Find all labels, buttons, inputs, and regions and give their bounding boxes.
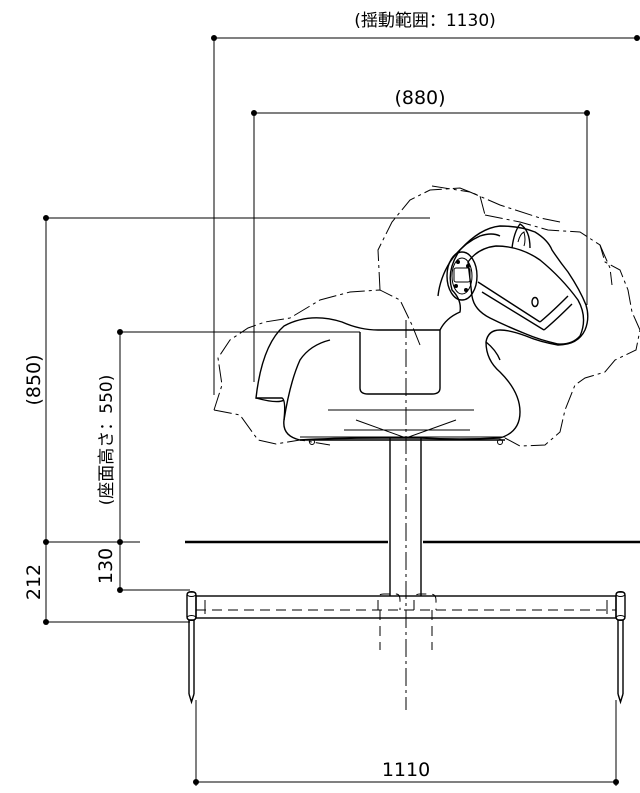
- ground-to-base-label: 130: [95, 548, 117, 584]
- dimension-end-dot: [634, 35, 640, 41]
- dimension-end-dot: [251, 110, 257, 116]
- eye: [531, 296, 539, 308]
- dimension-end-dot: [613, 779, 619, 785]
- seat-block: [359, 330, 441, 395]
- overall-height-label: (850): [23, 354, 45, 405]
- dimension-end-dot: [43, 215, 49, 221]
- swing-range-label: (揺動範囲：1130): [354, 11, 496, 31]
- handle-grip: [446, 251, 478, 301]
- base-height-label: 212: [23, 564, 45, 600]
- spring-post: [389, 320, 422, 710]
- horse-head: [437, 223, 585, 345]
- dimension-labels: (揺動範囲：1130) (880) (850) (座面高さ：550) 130 2…: [23, 11, 496, 781]
- ear: [511, 223, 531, 249]
- swing-envelope-left: [213, 187, 486, 446]
- dimension-end-dot: [584, 110, 590, 116]
- anchor-stake-right: [615, 591, 626, 705]
- dimension-end-dot: [117, 329, 123, 335]
- anchor-stake-left: [186, 591, 197, 705]
- base-width-label: 1110: [382, 759, 430, 781]
- seat-height-label: (座面高さ：550): [97, 375, 117, 506]
- horse-body: [255, 225, 589, 445]
- span-label: (880): [394, 87, 445, 109]
- swing-envelope-right: [431, 185, 640, 447]
- dimension-end-dot: [211, 35, 217, 41]
- dimension-lines: [43, 35, 640, 786]
- dimension-end-dot: [193, 779, 199, 785]
- bridle-strap: [477, 281, 541, 323]
